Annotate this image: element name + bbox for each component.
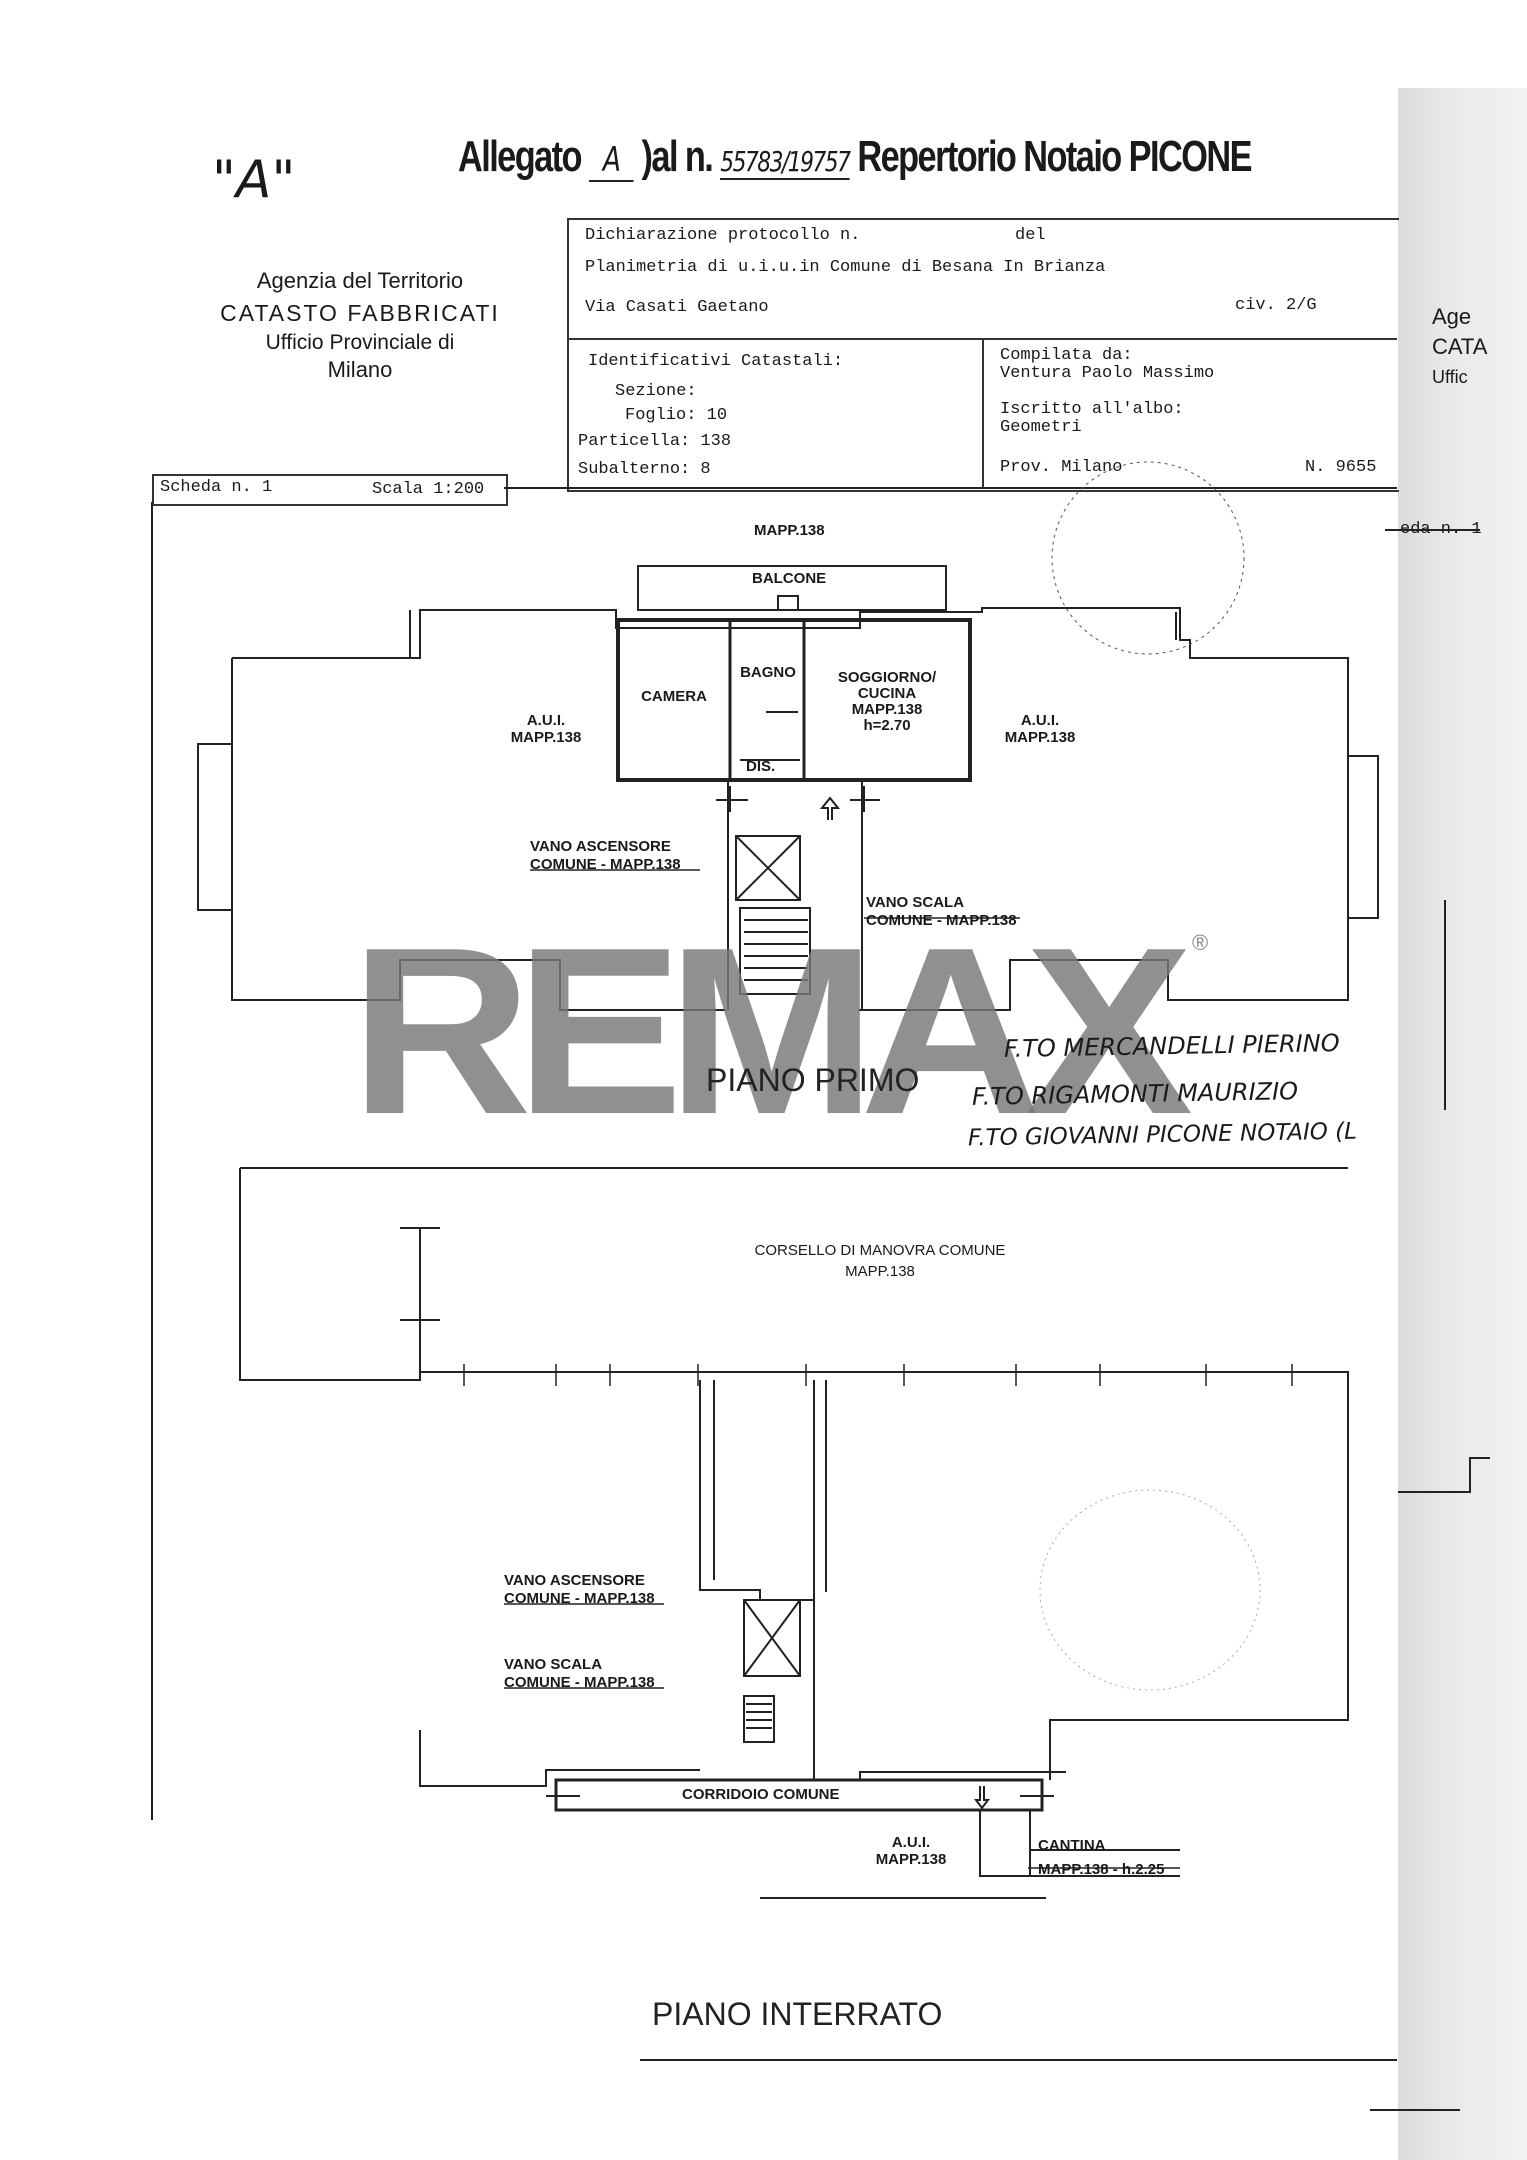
sezione-field: Sezione: <box>615 382 697 401</box>
basement-ascensore-line-1: VANO ASCENSORE <box>504 1572 645 1589</box>
aui-left-line-1: A.U.I. <box>526 712 566 729</box>
title-suffix: Repertorio Notaio PICONE <box>857 132 1252 181</box>
basement-scala-label: VANO SCALA COMUNE - MAPP.138 <box>504 1656 655 1692</box>
basement-ascensore-label: VANO ASCENSORE COMUNE - MAPP.138 <box>504 1572 655 1608</box>
vano-ascensore-label: VANO ASCENSORE COMUNE - MAPP.138 <box>530 838 681 874</box>
compiler-name: Ventura Paolo Massimo <box>1000 364 1215 383</box>
agency-block: Agenzia del Territorio CATASTO FABBRICAT… <box>200 268 520 383</box>
cantina-label: CANTINA MAPP.138 - h.2.25 <box>1038 1836 1164 1880</box>
basement-aui-label: A.U.I. MAPP.138 <box>866 1834 956 1868</box>
form-box <box>567 218 1399 492</box>
title-prefix: Allegato <box>458 132 582 181</box>
subalterno-field: Subalterno: 8 <box>578 460 711 479</box>
basement-aui-line-1: A.U.I. <box>891 1834 931 1851</box>
bagno-label: BAGNO <box>740 664 796 681</box>
aui-left-line-2: MAPP.138 <box>510 729 582 746</box>
soggiorno-line-1: SOGGIORNO/ <box>837 669 937 686</box>
soggiorno-line-3: MAPP.138 <box>851 701 923 718</box>
cantina-line-2: MAPP.138 - h.2.25 <box>1038 1861 1165 1878</box>
dis-label: DIS. <box>746 758 776 775</box>
piano-interrato-title: PIANO INTERRATO <box>652 1996 943 2032</box>
title-letter: A <box>588 140 634 182</box>
camera-label: CAMERA <box>641 688 707 705</box>
document-title: Allegato A )al n. 55783/19757 Repertorio… <box>458 132 1269 182</box>
mapp-top-label: MAPP.138 <box>754 522 825 539</box>
ufficio-city: Milano <box>327 357 393 382</box>
agency-block-cut: Age CATA Uffic <box>1432 302 1487 392</box>
form-divider-v <box>982 338 984 488</box>
civ-line: civ. 2/G <box>1235 296 1317 315</box>
registration-number: N. 9655 <box>1305 458 1377 477</box>
agency-name: Agenzia del Territorio <box>256 268 464 293</box>
identificativi-label: Identificativi Catastali: <box>588 352 844 371</box>
basement-scala-line-1: VANO SCALA <box>504 1656 603 1673</box>
title-number: 55783/19757 <box>720 145 851 180</box>
scheda-label: Scheda n. 1 <box>160 478 273 497</box>
scale-label: Scala 1:200 <box>372 480 485 499</box>
ascensore-line-1: VANO ASCENSORE <box>530 838 671 855</box>
scala-line-2: COMUNE - MAPP.138 <box>866 912 1017 929</box>
aui-right-line-1: A.U.I. <box>1020 712 1060 729</box>
corsello-line-2: MAPP.138 <box>845 1263 915 1280</box>
basement-ascensore-line-2: COMUNE - MAPP.138 <box>504 1590 655 1607</box>
scheda-box <box>152 474 508 506</box>
corner-mark: "A" <box>212 150 296 210</box>
aui-right-line-2: MAPP.138 <box>1004 729 1076 746</box>
corsello-line-1: CORSELLO DI MANOVRA COMUNE <box>754 1242 1006 1259</box>
soggiorno-line-2: CUCINA <box>857 685 917 702</box>
soggiorno-label: SOGGIORNO/ CUCINA MAPP.138 h=2.70 <box>812 670 962 734</box>
particella-field: Particella: 138 <box>578 432 732 451</box>
balcone-label: BALCONE <box>752 570 827 587</box>
ufficio-line: Ufficio Provinciale di <box>265 331 455 354</box>
agency-cut-2: CATA <box>1432 334 1488 359</box>
soggiorno-line-4: h=2.70 <box>863 717 911 734</box>
protocol-del: del <box>1015 226 1046 245</box>
geometri-label: Geometri <box>1000 418 1082 437</box>
corsello-label: CORSELLO DI MANOVRA COMUNE MAPP.138 <box>730 1242 1030 1280</box>
title-mid: )al n. <box>641 132 714 181</box>
registered-mark: ® <box>1192 930 1209 955</box>
planimetria-line: Planimetria di u.i.u.in Comune di Besana… <box>585 258 1106 277</box>
scala-line-1: VANO SCALA <box>866 894 965 911</box>
agency-cut-1: Age <box>1432 304 1472 329</box>
remax-watermark: REMAX <box>350 899 1193 1164</box>
compilata-label: Compilata da: <box>1000 346 1133 365</box>
prov-field: Prov. Milano <box>1000 458 1123 477</box>
agency-cut-3: Uffic <box>1432 367 1468 387</box>
scan-edge-strip <box>1398 88 1527 2160</box>
aui-left-label: A.U.I. MAPP.138 <box>496 712 596 746</box>
catasto-name: CATASTO FABBRICATI <box>220 300 500 326</box>
ascensore-line-2: COMUNE - MAPP.138 <box>530 856 681 873</box>
foglio-field: Foglio: 10 <box>625 406 728 425</box>
signature-line-1: F.TO MERCANDELLI PIERINO <box>1003 1029 1340 1063</box>
via-line: Via Casati Gaetano <box>585 298 769 317</box>
basement-scala-line-2: COMUNE - MAPP.138 <box>504 1674 655 1691</box>
iscritto-label: Iscritto all'albo: <box>1000 400 1184 419</box>
protocol-label: Dichiarazione protocollo n. <box>585 226 861 245</box>
vano-scala-label: VANO SCALA COMUNE - MAPP.138 <box>866 894 1017 930</box>
cantina-line-1: CANTINA <box>1038 1837 1106 1854</box>
basement-aui-line-2: MAPP.138 <box>875 1851 947 1868</box>
piano-primo-title: PIANO PRIMO <box>706 1062 920 1098</box>
signature-line-2: F.TO RIGAMONTI MAURIZIO <box>971 1077 1299 1111</box>
aui-right-label: A.U.I. MAPP.138 <box>990 712 1090 746</box>
corridoio-label: CORRIDOIO COMUNE <box>682 1786 840 1803</box>
